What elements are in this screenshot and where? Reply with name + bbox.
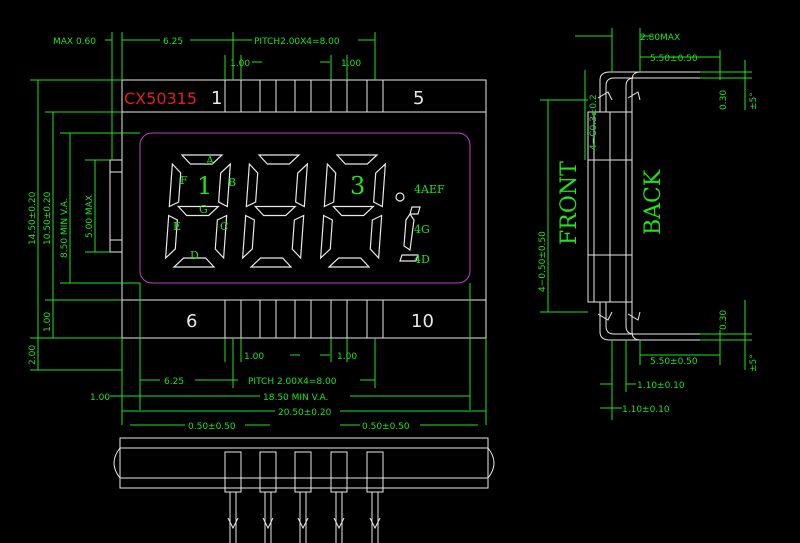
- symbol-label-4d: 4D: [414, 253, 430, 266]
- segment-label-d: D: [190, 249, 199, 262]
- digit-2-segment-d: [249, 257, 293, 268]
- dim-4-c03: 4−C0.3±0.2: [589, 94, 599, 150]
- segment-label-c: C: [220, 220, 228, 233]
- bottom-pins: [224, 299, 384, 339]
- segment-label-e: E: [173, 220, 181, 233]
- bottom-view-pin-legs: [224, 451, 384, 543]
- digit-3-segment-c: [369, 214, 383, 260]
- digit-2-segment-e: [241, 214, 255, 260]
- pin-1-label: 1: [211, 88, 222, 109]
- dim-550-bot: 5.50±0.50: [650, 357, 698, 367]
- front-label: FRONT: [557, 161, 582, 245]
- dim-550-top: 5.50±0.50: [650, 54, 698, 64]
- dim-100-top-left: 1.00: [230, 59, 250, 69]
- digit-3-segment-e: [319, 214, 333, 260]
- dim-pitch-bot: PITCH 2.00X4=8.00: [248, 377, 337, 387]
- dim-5deg-bot: ±5°: [749, 354, 759, 372]
- viewing-area: [139, 132, 471, 284]
- digit-3-segment-g: [331, 205, 375, 217]
- dim-5deg-top: ±5°: [749, 92, 759, 110]
- digit-1-segment-a: [180, 154, 224, 165]
- pin-leg-4: [330, 451, 348, 493]
- dim-2050: 20.50±0.20: [278, 408, 332, 418]
- digit-1-segment-g: [176, 205, 220, 217]
- dim-110-b: 1.10±0.10: [622, 405, 670, 415]
- segment-label-f: F: [180, 174, 188, 187]
- dim-100-far-left: 1.00: [90, 393, 110, 403]
- pin-lead-1: [227, 492, 239, 543]
- dim-100-bot-right: 1.00: [337, 352, 357, 362]
- digit-1-segment-e: [164, 214, 178, 260]
- dim-030-top: 0.30: [719, 90, 729, 110]
- digit-1-label: 1: [197, 172, 212, 200]
- dimension-lines-front: [30, 32, 487, 426]
- dimension-lines-side: [540, 28, 752, 420]
- digit-2-segment-a: [257, 154, 301, 165]
- pin-leg-2: [259, 451, 277, 493]
- dim-100-bot-left: 1.00: [244, 352, 264, 362]
- digit-1-segment-c: [214, 214, 228, 260]
- digit-3-label: 3: [350, 172, 365, 200]
- back-label: BACK: [641, 169, 666, 235]
- dim-pin-width-left: 0.50±0.50: [188, 422, 236, 432]
- segment-label-a: A: [205, 154, 215, 167]
- segment-label-b: B: [228, 176, 236, 189]
- bottom-view: [113, 437, 495, 489]
- pin-leg-5: [366, 451, 384, 493]
- digit-3-segment-a: [335, 154, 379, 165]
- digit-2-segment-b: [295, 162, 309, 208]
- digit-1-segment-f: [168, 162, 182, 208]
- dim-1050: 10.50±0.20: [43, 191, 53, 245]
- partial-digit-symbol: [395, 192, 421, 262]
- dim-100-vertical: 1.00: [43, 312, 53, 332]
- pin-5-label: 5: [413, 88, 424, 109]
- dim-max-060: MAX 0.60: [53, 37, 96, 47]
- lcd-body-outline: [109, 79, 487, 339]
- dim-625-top: 6.25: [163, 37, 183, 47]
- digit-3-segment-f: [323, 162, 337, 208]
- dim-200: 2.00: [28, 345, 38, 365]
- digit-2-segment-f: [245, 162, 259, 208]
- pin-10-label: 10: [411, 311, 434, 332]
- digit-3-segment-d: [327, 257, 371, 268]
- dim-500: 5.00 MAX: [85, 195, 95, 238]
- pin-lead-2: [262, 492, 274, 543]
- digit-2-segment-g: [253, 205, 297, 217]
- dim-030-bot: 0.30: [719, 310, 729, 330]
- top-pins: [224, 79, 384, 113]
- digit-3-segment-b: [373, 162, 387, 208]
- pin-6-label: 6: [186, 311, 197, 332]
- pin-leg-3: [294, 451, 312, 493]
- dim-100-top-right: 1.00: [341, 59, 361, 69]
- dim-280max: 2.80MAX: [640, 33, 680, 43]
- dim-110-a: 1.10±0.10: [637, 381, 685, 391]
- dim-1450: 14.50±0.20: [28, 191, 38, 245]
- pin-lead-4: [333, 492, 345, 543]
- part-number: CX50315: [124, 89, 197, 108]
- pin-lead-5: [369, 492, 381, 543]
- dim-pin-width-right: 0.50±0.50: [362, 422, 410, 432]
- digit-2-segment-c: [291, 214, 305, 260]
- symbol-label-4g: 4G: [414, 223, 430, 236]
- dim-4-050: 4−0.50±0.50: [538, 231, 548, 292]
- dim-pitch-top: PITCH2.00X4=8.00: [254, 37, 340, 47]
- pin-leg-1: [224, 451, 242, 493]
- side-view: [587, 71, 720, 341]
- seven-segment-digits: [164, 154, 387, 268]
- digit-1-segment-d: [172, 257, 216, 268]
- digit-1-segment-b: [218, 162, 232, 208]
- symbol-label-4aef: 4AEF: [414, 183, 445, 196]
- dim-850: 8.50 MIN V.A.: [60, 198, 70, 258]
- dim-1850: 18.50 MIN V.A.: [263, 393, 328, 403]
- segment-label-g: G: [199, 203, 208, 216]
- dim-625-bot: 6.25: [164, 377, 184, 387]
- pin-lead-3: [297, 492, 309, 543]
